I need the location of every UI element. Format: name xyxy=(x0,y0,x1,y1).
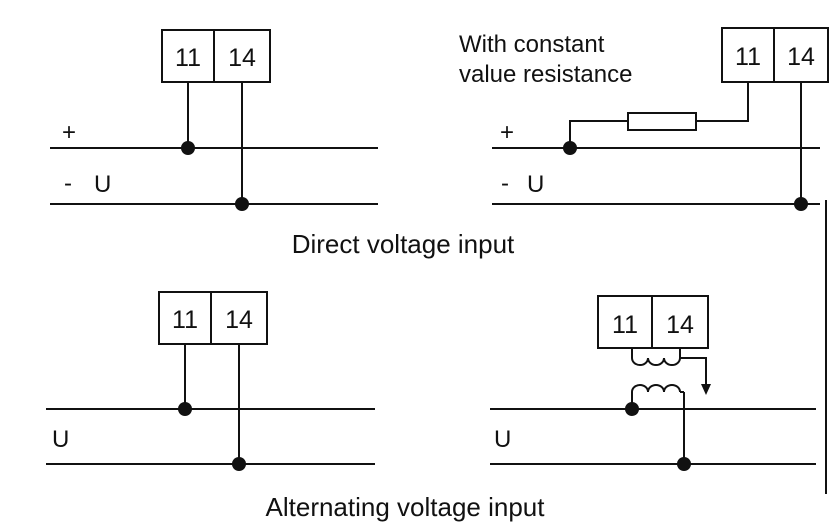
terminal-14-label: 14 xyxy=(225,306,253,334)
resistor-lead-left xyxy=(569,120,628,148)
terminal-14-label: 14 xyxy=(228,44,256,72)
junction-dot xyxy=(677,457,691,471)
plus-label: + xyxy=(500,119,514,146)
ac-direct-panel: 11 14 U xyxy=(46,291,375,471)
minus-label: - xyxy=(501,170,509,197)
resistance-note-line2: value resistance xyxy=(459,61,632,88)
terminal-14-label: 14 xyxy=(787,43,815,71)
resistor-symbol xyxy=(627,112,697,131)
secondary-coil xyxy=(631,357,681,366)
junction-dot xyxy=(235,197,249,211)
resistance-note-line1: With constant xyxy=(459,31,605,58)
terminal-box-14 xyxy=(210,291,268,345)
junction-dot xyxy=(232,457,246,471)
junction-dot xyxy=(625,402,639,416)
junction-dot xyxy=(181,141,195,155)
terminal-box-11 xyxy=(158,291,212,345)
terminal-11-label: 11 xyxy=(175,44,201,72)
u-label: U xyxy=(527,171,544,198)
terminal-11-label: 11 xyxy=(172,306,198,334)
primary-coil xyxy=(631,384,681,393)
resistor-lead-right xyxy=(696,82,749,122)
dc-direct-panel: 11 14 + - U xyxy=(50,29,378,211)
u-label: U xyxy=(494,426,511,453)
minus-label: - xyxy=(64,170,72,197)
arrow-down-icon xyxy=(701,384,711,395)
u-label: U xyxy=(94,171,111,198)
junction-dot xyxy=(794,197,808,211)
terminal-14-label: 14 xyxy=(666,311,694,339)
junction-dot xyxy=(563,141,577,155)
secondary-output-lead xyxy=(680,357,707,388)
dc-caption: Direct voltage input xyxy=(292,229,515,259)
u-label: U xyxy=(52,426,69,453)
terminal-11-label: 11 xyxy=(612,311,638,339)
plus-label: + xyxy=(62,119,76,146)
ac-caption: Alternating voltage input xyxy=(266,492,546,522)
terminal-11-label: 11 xyxy=(735,43,761,71)
terminal-box-11 xyxy=(721,27,775,83)
dc-resistor-panel: With constant value resistance 11 14 + -… xyxy=(459,27,829,211)
ac-transformer-panel: 11 14 U xyxy=(490,200,827,494)
terminal-box-14 xyxy=(651,295,709,349)
terminal-box-11 xyxy=(597,295,653,349)
junction-dot xyxy=(178,402,192,416)
